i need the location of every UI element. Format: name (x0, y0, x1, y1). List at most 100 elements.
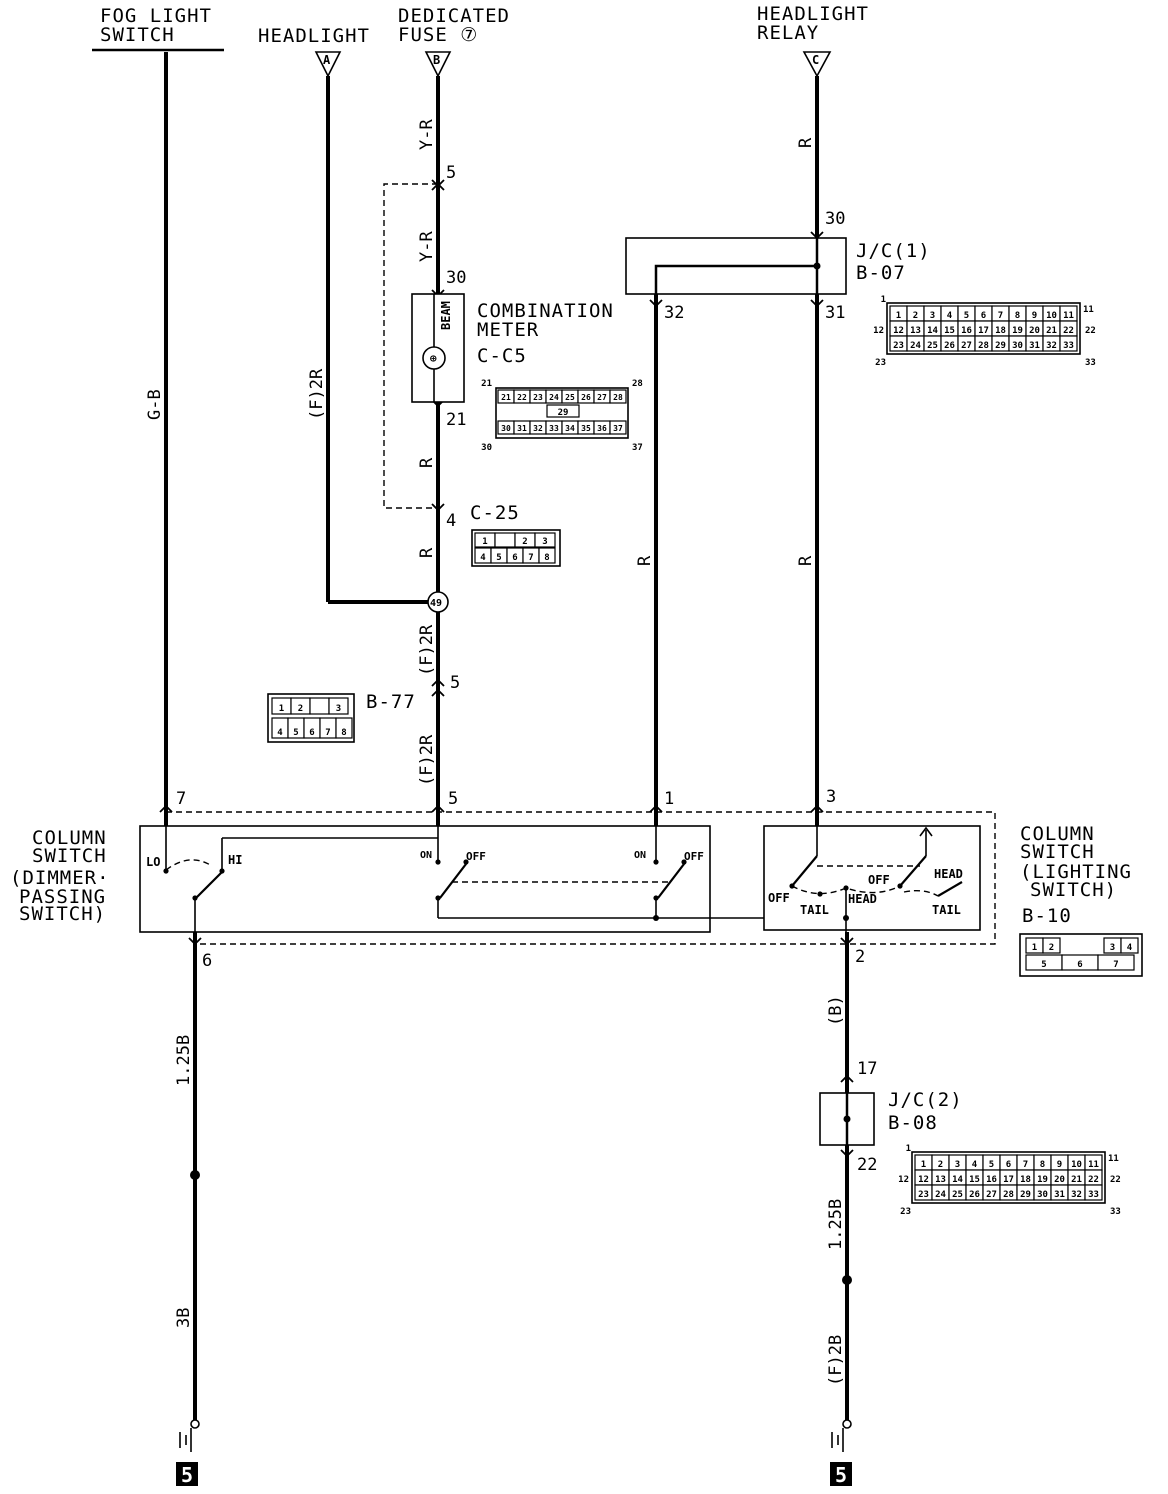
svg-text:2: 2 (1049, 943, 1054, 953)
svg-text:30: 30 (501, 424, 511, 433)
connector-cell: 32 (529, 420, 547, 435)
splice-dot-left (190, 1170, 200, 1180)
connector-cell: 27 (982, 1184, 1001, 1201)
connector-cell: 28 (999, 1184, 1018, 1201)
svg-text:21: 21 (1071, 1175, 1082, 1185)
connector-cell: 23 (889, 335, 908, 352)
svg-text:3B: 3B (174, 1308, 194, 1328)
svg-text:ON: ON (420, 850, 432, 861)
wire-labels: G-B Y-R Y-R R R (F)2R (F)2R (F)2R R R R … (145, 119, 846, 1386)
connector-cell: 15 (965, 1169, 984, 1186)
jc1-label: J/C(1) B-07 (856, 240, 930, 284)
ground-left: 5 (176, 1419, 200, 1487)
svg-text:R: R (635, 555, 655, 566)
svg-text:25: 25 (927, 341, 938, 351)
svg-text:5: 5 (964, 311, 969, 321)
connector-edge-label: 37 (632, 443, 643, 453)
connector-cell: 23 (529, 389, 547, 404)
terminal-c: C (802, 51, 832, 78)
svg-text:24: 24 (935, 1190, 946, 1200)
headlight-label: HEADLIGHT (258, 25, 370, 47)
svg-text:32: 32 (1071, 1190, 1082, 1200)
connector-edge-label: 12 (898, 1175, 909, 1185)
svg-text:RELAY: RELAY (757, 22, 819, 44)
svg-text:11: 11 (1063, 311, 1074, 321)
connector-cell: 32 (1042, 335, 1061, 352)
connector-edge-label: 30 (481, 443, 492, 453)
connector-cell: 1 (271, 697, 292, 715)
svg-text:20: 20 (1054, 1175, 1065, 1185)
svg-text:8: 8 (1040, 1160, 1045, 1170)
connector-cell: 29 (1016, 1184, 1035, 1201)
connector-cell: 25 (948, 1184, 967, 1201)
svg-text:30: 30 (1012, 341, 1023, 351)
connector-cell: 6 (303, 717, 321, 739)
connector-cell: 9 (1050, 1154, 1069, 1171)
svg-text:15: 15 (969, 1175, 980, 1185)
connector-cell: 29 (991, 335, 1010, 352)
svg-text:32: 32 (1046, 341, 1057, 351)
svg-text:29: 29 (995, 341, 1006, 351)
connector-cell: 5 (490, 547, 508, 564)
svg-text:R: R (796, 137, 816, 148)
svg-text:16: 16 (961, 326, 972, 336)
connector-cell: 4 (1120, 937, 1139, 954)
connector-cell: 27 (593, 389, 611, 404)
connector-cell: 5 (1025, 954, 1063, 971)
svg-text:TAIL: TAIL (932, 903, 961, 917)
svg-text:21: 21 (501, 393, 511, 402)
svg-text:4: 4 (972, 1160, 978, 1170)
svg-text:SWITCH): SWITCH) (19, 903, 106, 925)
connector-cell: 4 (940, 305, 959, 322)
connector-cell: 26 (577, 389, 595, 404)
svg-text:28: 28 (978, 341, 989, 351)
svg-text:26: 26 (944, 341, 955, 351)
svg-text:11: 11 (1088, 1160, 1099, 1170)
svg-text:LO: LO (146, 855, 160, 869)
svg-text:7: 7 (1023, 1160, 1028, 1170)
lighting-switch-labels: OFF TAIL HEAD OFF HEAD TAIL (768, 867, 963, 917)
terminal-a: A (314, 51, 342, 78)
connector-edge-label: 22 (1110, 1175, 1121, 1185)
splice-dot-right (842, 1275, 852, 1285)
svg-text:HI: HI (228, 853, 242, 867)
connector-cell: 22 (513, 389, 531, 404)
svg-text:30: 30 (1037, 1190, 1048, 1200)
svg-text:⊕: ⊕ (430, 352, 437, 365)
connector-cell: 9 (1025, 305, 1044, 322)
svg-text:1.25B: 1.25B (174, 1035, 194, 1086)
connector-cell: 1 (889, 305, 908, 322)
connector-edge-label: 21 (481, 379, 492, 389)
svg-text:OFF: OFF (466, 850, 486, 863)
svg-text:B-10: B-10 (1022, 905, 1072, 927)
splice-49: 49 (427, 591, 449, 613)
svg-text:1: 1 (279, 704, 284, 714)
svg-text:1: 1 (896, 311, 901, 321)
connector-cell: 1 (1025, 937, 1044, 954)
svg-text:4: 4 (1127, 943, 1133, 953)
connector-cell (494, 532, 516, 548)
svg-text:COMBINATION: COMBINATION (477, 300, 614, 322)
connector-cell: 22 (1059, 320, 1078, 337)
dedicated-fuse-label: DEDICATED FUSE ⑦ (398, 5, 509, 46)
svg-text:10: 10 (1071, 1160, 1082, 1170)
svg-text:8: 8 (1015, 311, 1020, 321)
connector-cell: 13 (931, 1169, 950, 1186)
svg-text:1: 1 (921, 1160, 926, 1170)
svg-text:28: 28 (613, 393, 623, 402)
combination-meter-label: COMBINATION METER C-C5 (477, 300, 614, 367)
connector-cell: 7 (991, 305, 1010, 322)
svg-text:(LIGHTING: (LIGHTING (1020, 861, 1132, 883)
svg-text:37: 37 (613, 424, 623, 433)
connector-cell: 7 (522, 547, 540, 564)
svg-text:26: 26 (969, 1190, 980, 1200)
svg-text:27: 27 (986, 1190, 997, 1200)
connector-cell: 10 (1042, 305, 1061, 322)
connector-cell: 11 (1059, 305, 1078, 322)
connector-cell: 11 (1084, 1154, 1103, 1171)
svg-text:R: R (417, 457, 437, 468)
svg-text:49: 49 (430, 598, 442, 609)
svg-text:2: 2 (522, 537, 527, 547)
svg-text:C: C (812, 53, 819, 67)
